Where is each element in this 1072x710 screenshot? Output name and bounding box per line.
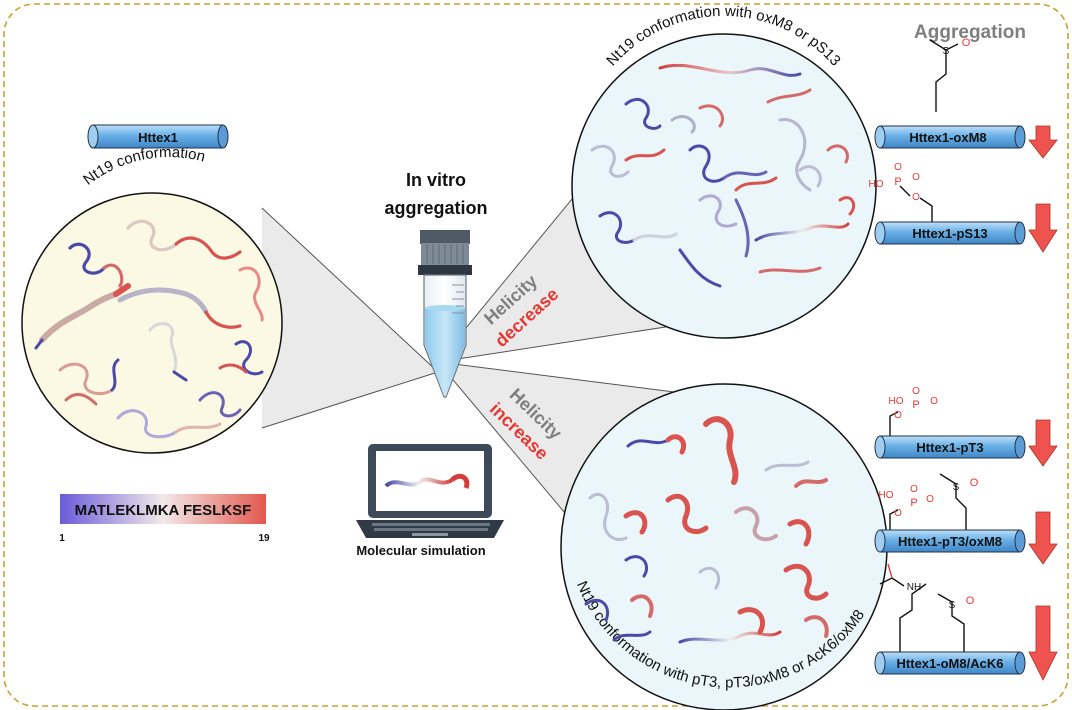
- top-ribbons: [590, 63, 856, 288]
- variant-label: Httex1-pT3: [916, 440, 983, 455]
- aggregation-decrease-arrow: [1028, 605, 1058, 681]
- chem-O: O: [966, 595, 975, 607]
- chem-S: S: [949, 600, 956, 611]
- left-circle-title: Nt19 conformation: [80, 144, 207, 189]
- chem-O: O: [912, 386, 920, 397]
- figure-border: [3, 3, 1069, 707]
- chem-P: P: [910, 497, 917, 509]
- aggregation-label-line2: aggregation: [384, 198, 487, 218]
- variant-label: Httex1-oM8/AcK6: [897, 656, 1004, 671]
- chem-O: O: [912, 172, 920, 183]
- variant-label: Httex1-pT3/oxM8: [898, 534, 1002, 549]
- httex1-cylinder: Httex1: [87, 124, 229, 149]
- variant-pt3-oxm8: O P HO O O S O Httex1-pT3/oxM8: [874, 473, 1058, 565]
- variant-label: Httex1-pS13: [912, 226, 987, 241]
- simulation-label: Molecular simulation: [356, 543, 485, 558]
- sequence-end: 19: [258, 533, 270, 544]
- httex1-label: Httex1: [138, 130, 178, 145]
- aggregation-decrease-arrow: [1028, 125, 1058, 159]
- chem-O: O: [894, 162, 902, 173]
- aggregation-decrease-arrow: [1028, 203, 1058, 253]
- aggregation-header: Aggregation: [914, 22, 1026, 43]
- sequence-bar: MATLEKLMKA FESLKSF 1 19: [59, 494, 270, 544]
- laptop-icon: [356, 444, 504, 538]
- aggregation-decrease-arrow: [1028, 511, 1058, 565]
- aggregation-decrease-arrow: [1028, 419, 1058, 467]
- chem-O: O: [970, 477, 979, 489]
- bottom-ribbons: [584, 416, 829, 644]
- sequence-start: 1: [59, 533, 65, 544]
- left-ribbons: [34, 219, 264, 439]
- chem-HO: HO: [869, 179, 884, 190]
- variant-ps13: O P HO O O Httex1-pS13: [869, 162, 1058, 253]
- variant-pt3: O P HO O O Httex1-pT3: [874, 386, 1058, 467]
- chem-O: O: [930, 396, 938, 407]
- chem-S: S: [953, 482, 960, 493]
- chem-P: P: [912, 399, 919, 411]
- chem-S: S: [943, 46, 950, 57]
- aggregation-label-line1: In vitro: [406, 170, 466, 190]
- chem-O: O: [894, 410, 902, 421]
- variant-panel: S O Httex1-oxM8 O P HO O O Httex1-pS13: [869, 37, 1058, 681]
- variant-oxm8: S O Httex1-oxM8: [874, 37, 1058, 159]
- chem-NH: NH: [907, 582, 921, 593]
- chem-O: O: [894, 508, 902, 519]
- left-cone: [262, 208, 438, 428]
- variant-label: Httex1-oxM8: [909, 130, 986, 145]
- bottom-circle: [560, 383, 888, 710]
- chem-HO: HO: [889, 396, 904, 407]
- sequence-text: MATLEKLMKA FESLKSF: [75, 502, 252, 519]
- test-tube-icon: [418, 230, 472, 398]
- chem-O: O: [910, 484, 918, 495]
- chem-HO: HO: [879, 490, 894, 501]
- chem-O: O: [912, 192, 920, 203]
- chem-O: O: [962, 37, 971, 49]
- bottom-cone: [438, 362, 690, 538]
- variant-om8-ack6: NH S O Httex1-oM8/AcK6: [874, 563, 1058, 681]
- chem-O: O: [926, 494, 934, 505]
- top-circle: [571, 33, 877, 339]
- chem-P: P: [894, 176, 901, 188]
